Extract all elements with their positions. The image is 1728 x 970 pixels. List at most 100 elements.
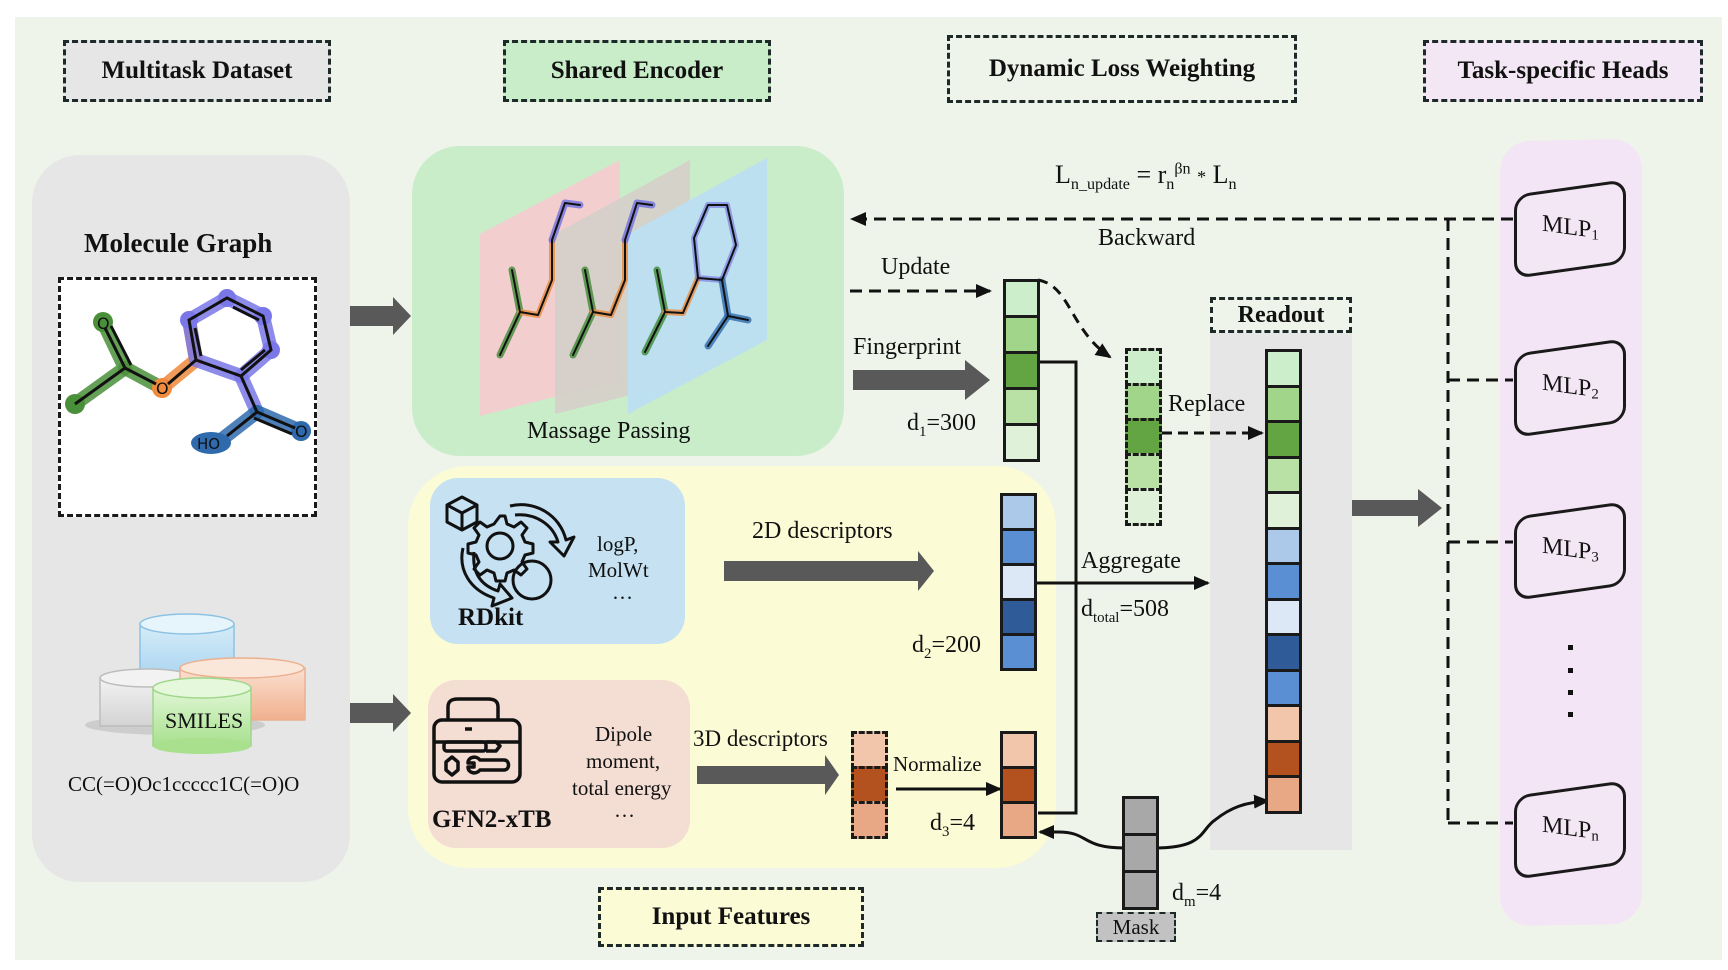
backward-label: Backward [1098, 225, 1196, 251]
molecule-graph-title: Molecule Graph [84, 228, 273, 258]
d2-sub: 2 [924, 645, 932, 662]
readout-vector-cell [1265, 455, 1302, 494]
readout-vector-cell [1265, 633, 1302, 672]
formula-lhs-sub: n_update [1070, 176, 1130, 194]
mlp-name: MLP [1541, 369, 1591, 403]
message-passing-caption: Massage Passing [527, 418, 691, 444]
mlp-sub: 1 [1590, 227, 1599, 244]
mlp-sub: 3 [1590, 549, 1599, 566]
mlp-head-1[interactable]: MLP1 [1514, 179, 1626, 279]
readout-vector-cell [1265, 349, 1302, 388]
replace-vector-cell [1125, 348, 1162, 386]
d3-sub: 3 [942, 823, 950, 840]
d3-value: =4 [949, 810, 975, 836]
rdkit-desc-1: logP, [597, 532, 639, 556]
readout-title: Readout [1237, 301, 1325, 328]
atom-o2: O [156, 379, 169, 398]
arrow-3d-label: 3D descriptors [693, 726, 828, 751]
d1-value: =300 [926, 410, 976, 436]
mlp-head-2[interactable]: MLP2 [1514, 338, 1626, 438]
rdkit-name: RDkit [458, 604, 524, 631]
mask-title: Mask [1112, 914, 1160, 939]
replace-vector-cell [1125, 488, 1162, 526]
mlp-head-3[interactable]: MLP3 [1514, 501, 1626, 601]
mask-vector-cell [1122, 833, 1159, 873]
formula-r-sup: βn [1174, 160, 1191, 178]
readout-vector-cell [1265, 597, 1302, 636]
atom-o3: O [295, 422, 308, 441]
descriptor-3d-vector-cell [1000, 766, 1037, 804]
fingerprint-vector-cell [1003, 423, 1040, 462]
d1-sub: 1 [919, 423, 927, 440]
mask-label: Mask [1096, 912, 1176, 942]
section-label-encoder: Shared Encoder [503, 40, 771, 102]
replace-label: Replace [1168, 391, 1246, 417]
d1-symbol: d [907, 410, 919, 436]
descriptor-3d-vector-cell [1000, 731, 1037, 769]
dm-sub: m [1184, 893, 1196, 910]
readout-vector-cell [1265, 384, 1302, 423]
formula-r-sub: n [1166, 176, 1175, 194]
xtb-desc-3: total energy [572, 776, 672, 800]
dm-value: =4 [1195, 880, 1222, 906]
dataset-panel [32, 155, 350, 882]
descriptor-2d-vector-cell [1000, 563, 1037, 601]
d3-symbol: d [930, 810, 942, 836]
raw-3d-vector-cell [851, 731, 888, 769]
normalize-label: Normalize [893, 752, 982, 776]
readout-vector-cell [1265, 491, 1302, 530]
dm-symbol: d [1172, 880, 1184, 906]
section-label-loss: Dynamic Loss Weighting [947, 35, 1297, 103]
encoder-panel [412, 146, 844, 456]
readout-vector-cell [1265, 704, 1302, 743]
replace-vector-cell [1125, 383, 1162, 421]
d1-label: d1=300 [907, 410, 976, 441]
xtb-desc-2: moment, [586, 749, 661, 773]
rdkit-desc-2: MolWt [588, 558, 649, 582]
fingerprint-label: Fingerprint [853, 334, 961, 360]
d2-value: =200 [931, 632, 981, 658]
ellipsis-dots [1568, 645, 1574, 725]
descriptor-3d-vector-cell [1000, 801, 1037, 839]
section-label-heads: Task-specific Heads [1423, 40, 1703, 102]
d2-label: d2=200 [912, 632, 981, 663]
replace-vector-cell [1125, 453, 1162, 491]
replace-vector-cell [1125, 418, 1162, 456]
readout-vector-cell [1265, 775, 1302, 814]
molecule-graph-box: O O O HO [58, 277, 317, 517]
dm-label: dm=4 [1172, 880, 1221, 911]
fingerprint-vector-cell [1003, 387, 1040, 426]
section-label-text: Input Features [651, 903, 811, 930]
mlp-head-n[interactable]: MLPn [1514, 780, 1626, 880]
formula-lhs: L [1055, 160, 1071, 189]
dtotal-value: =508 [1119, 596, 1169, 622]
descriptor-2d-vector-cell [1000, 493, 1037, 531]
formula-L: L [1212, 160, 1229, 189]
xtb-desc-4: … [614, 798, 635, 822]
section-label-dataset: Multitask Dataset [63, 40, 331, 102]
fingerprint-vector-cell [1003, 279, 1040, 318]
d2-symbol: d [912, 632, 924, 658]
descriptor-2d-vector-cell [1000, 528, 1037, 566]
mlp-sub: n [1590, 828, 1599, 845]
readout-label: Readout [1210, 297, 1352, 333]
smiles-string: CC(=O)Oc1ccccc1C(=O)O [68, 772, 300, 796]
xtb-desc-1: Dipole [595, 722, 653, 746]
section-label-text: Task-specific Heads [1457, 57, 1669, 84]
loss-update-formula: Ln_update = rnβn * Ln [1055, 160, 1237, 194]
aggregate-label: Aggregate [1081, 548, 1181, 574]
readout-vector-cell [1265, 562, 1302, 601]
descriptor-2d-vector-cell [1000, 633, 1037, 671]
section-label-text: Shared Encoder [550, 57, 724, 84]
readout-vector-cell [1265, 526, 1302, 565]
atom-ho: HO [197, 435, 220, 453]
mlp-name: MLP [1541, 811, 1591, 845]
section-label-input: Input Features [598, 887, 864, 947]
d3-label: d3=4 [930, 810, 975, 841]
dtotal-label: dtotal=508 [1081, 596, 1169, 627]
readout-vector-cell [1265, 668, 1302, 707]
fingerprint-vector-cell [1003, 351, 1040, 390]
raw-3d-vector-cell [851, 766, 888, 804]
raw-3d-vector-cell [851, 801, 888, 839]
readout-vector-cell [1265, 420, 1302, 459]
